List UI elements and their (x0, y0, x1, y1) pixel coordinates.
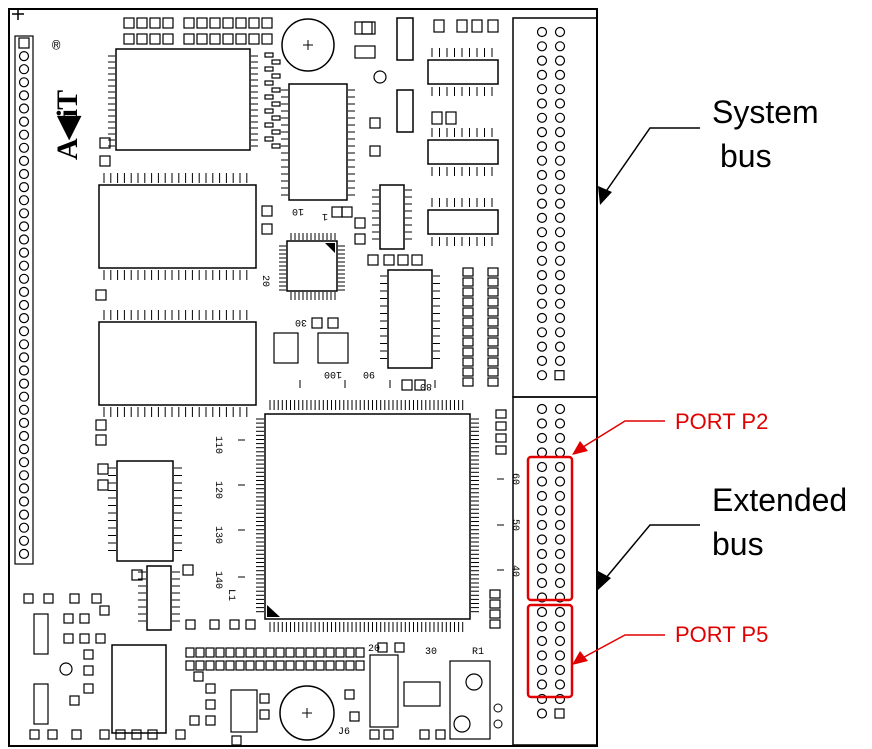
extended-bus-connector (512, 396, 598, 746)
flash-chip-2 (98, 321, 257, 406)
port-p2-callout (574, 420, 665, 453)
board-outline (8, 8, 598, 747)
pin-label-10: 10 (292, 205, 305, 216)
lower-power-chip (111, 644, 167, 734)
pin-label-20: 20 (259, 274, 271, 288)
system-bus-label-line1: System (712, 94, 819, 130)
pin-label-40: 40 (509, 564, 521, 578)
r1-trimmer (449, 660, 491, 740)
right-chip-b (379, 184, 405, 250)
right-chip-e (427, 209, 499, 235)
pin-label-50: 50 (509, 518, 521, 532)
pin-label-120: 120 (212, 480, 224, 500)
lower-mid-chip (146, 565, 172, 631)
pin-label-30-top: 30 (295, 316, 308, 327)
extended-bus-label-line1: Extended (712, 482, 848, 518)
port-p5-label: PORT P5 (675, 622, 769, 647)
awit-logo: A◀iT (51, 90, 84, 160)
port-p5-callout (574, 634, 665, 663)
pin-label-1: 1 (322, 210, 329, 221)
memory-chip-1 (115, 48, 251, 151)
pin-label-r1: R1 (472, 647, 485, 658)
pin-label-140: 140 (212, 570, 224, 590)
port-p2-label: PORT P2 (675, 409, 769, 434)
pin-label-20-bottom: 20 (368, 644, 381, 655)
system-bus-pins (536, 26, 566, 381)
cpu-chip (264, 413, 471, 620)
flash-chip-1 (98, 184, 257, 269)
system-bus-label-line2: bus (720, 138, 772, 174)
pin-label-l1: L1 (225, 588, 237, 602)
pin-label-110: 110 (212, 435, 224, 455)
lower-left-chip (116, 460, 174, 562)
pin-label-80: 80 (420, 380, 433, 391)
port-p5-highlight (526, 603, 574, 699)
bottom-capacitor (279, 685, 335, 741)
center-chip (288, 83, 348, 201)
pin-label-j6: J6 (338, 727, 351, 738)
pin-label-30-bottom: 30 (425, 647, 438, 658)
extended-bus-label-line2: bus (712, 526, 764, 562)
extended-bus-callout (599, 524, 700, 586)
top-capacitor (281, 18, 335, 72)
right-chip-c (427, 59, 499, 85)
extended-bus-pins (536, 403, 566, 719)
registered-mark: ® (52, 39, 61, 55)
pin-label-60: 60 (509, 472, 521, 486)
pin-label-90: 90 (363, 368, 376, 379)
pin-label-130: 130 (212, 525, 224, 545)
right-chip-a (387, 269, 433, 369)
right-chip-d (427, 139, 499, 165)
pin-label-100: 100 (324, 368, 343, 379)
left-pin-header (14, 35, 34, 565)
top-pad-rows (95, 17, 499, 446)
small-qfp-chip (286, 240, 338, 292)
port-p2-highlight (526, 455, 574, 602)
system-bus-callout (599, 127, 700, 201)
